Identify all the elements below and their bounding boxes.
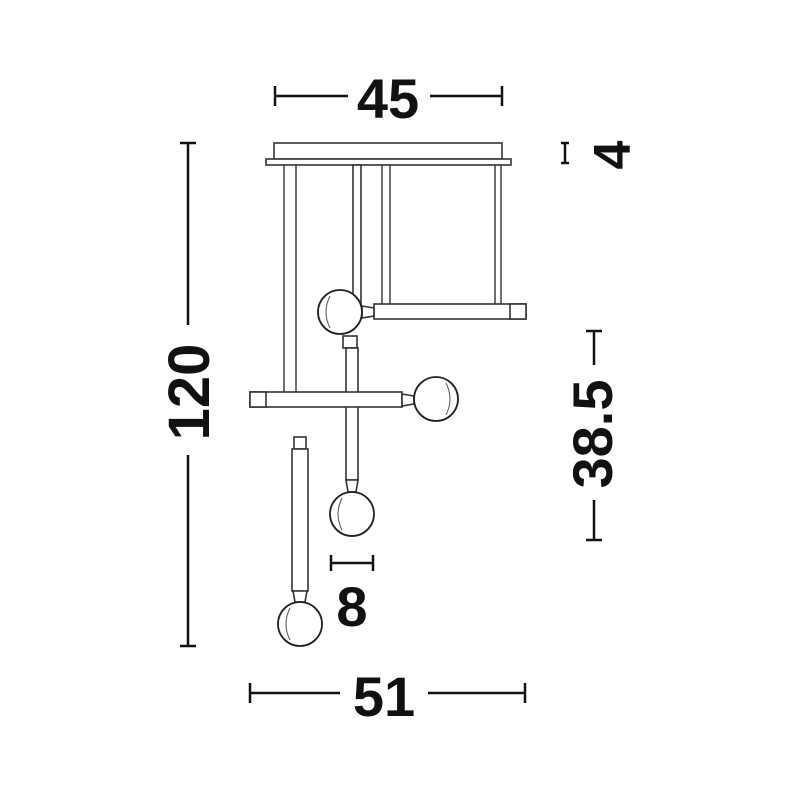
globe-bottom [277, 601, 323, 647]
dimension-bottom-width-label: 51 [353, 665, 415, 728]
ceiling-canopy [265, 142, 512, 166]
upper-arm [317, 289, 527, 335]
globe-upper-left [317, 289, 363, 335]
dimension-top-width: 45 [273, 67, 504, 130]
dimension-total-height-label: 120 [157, 344, 222, 441]
dimension-globe-diameter-label: 8 [336, 575, 367, 638]
lower-arm [249, 376, 459, 422]
suspension-rods [283, 164, 502, 392]
dimension-canopy-height-label: 4 [584, 140, 642, 169]
dimension-globe-diameter: 8 [329, 555, 375, 638]
dimension-bottom-width: 51 [248, 665, 527, 728]
dimension-arm-height: 38.5 [561, 329, 624, 542]
middle-pendant [329, 347, 375, 537]
globe-middle [329, 491, 375, 537]
pendant-fixture [249, 142, 527, 647]
globe-lower-right [413, 376, 459, 422]
dimension-canopy-height: 4 [561, 140, 642, 169]
dimension-arm-height-label: 38.5 [561, 380, 624, 489]
dimension-total-height: 120 [157, 141, 222, 648]
dimension-top-width-label: 45 [357, 67, 419, 130]
long-pendant [277, 436, 323, 647]
